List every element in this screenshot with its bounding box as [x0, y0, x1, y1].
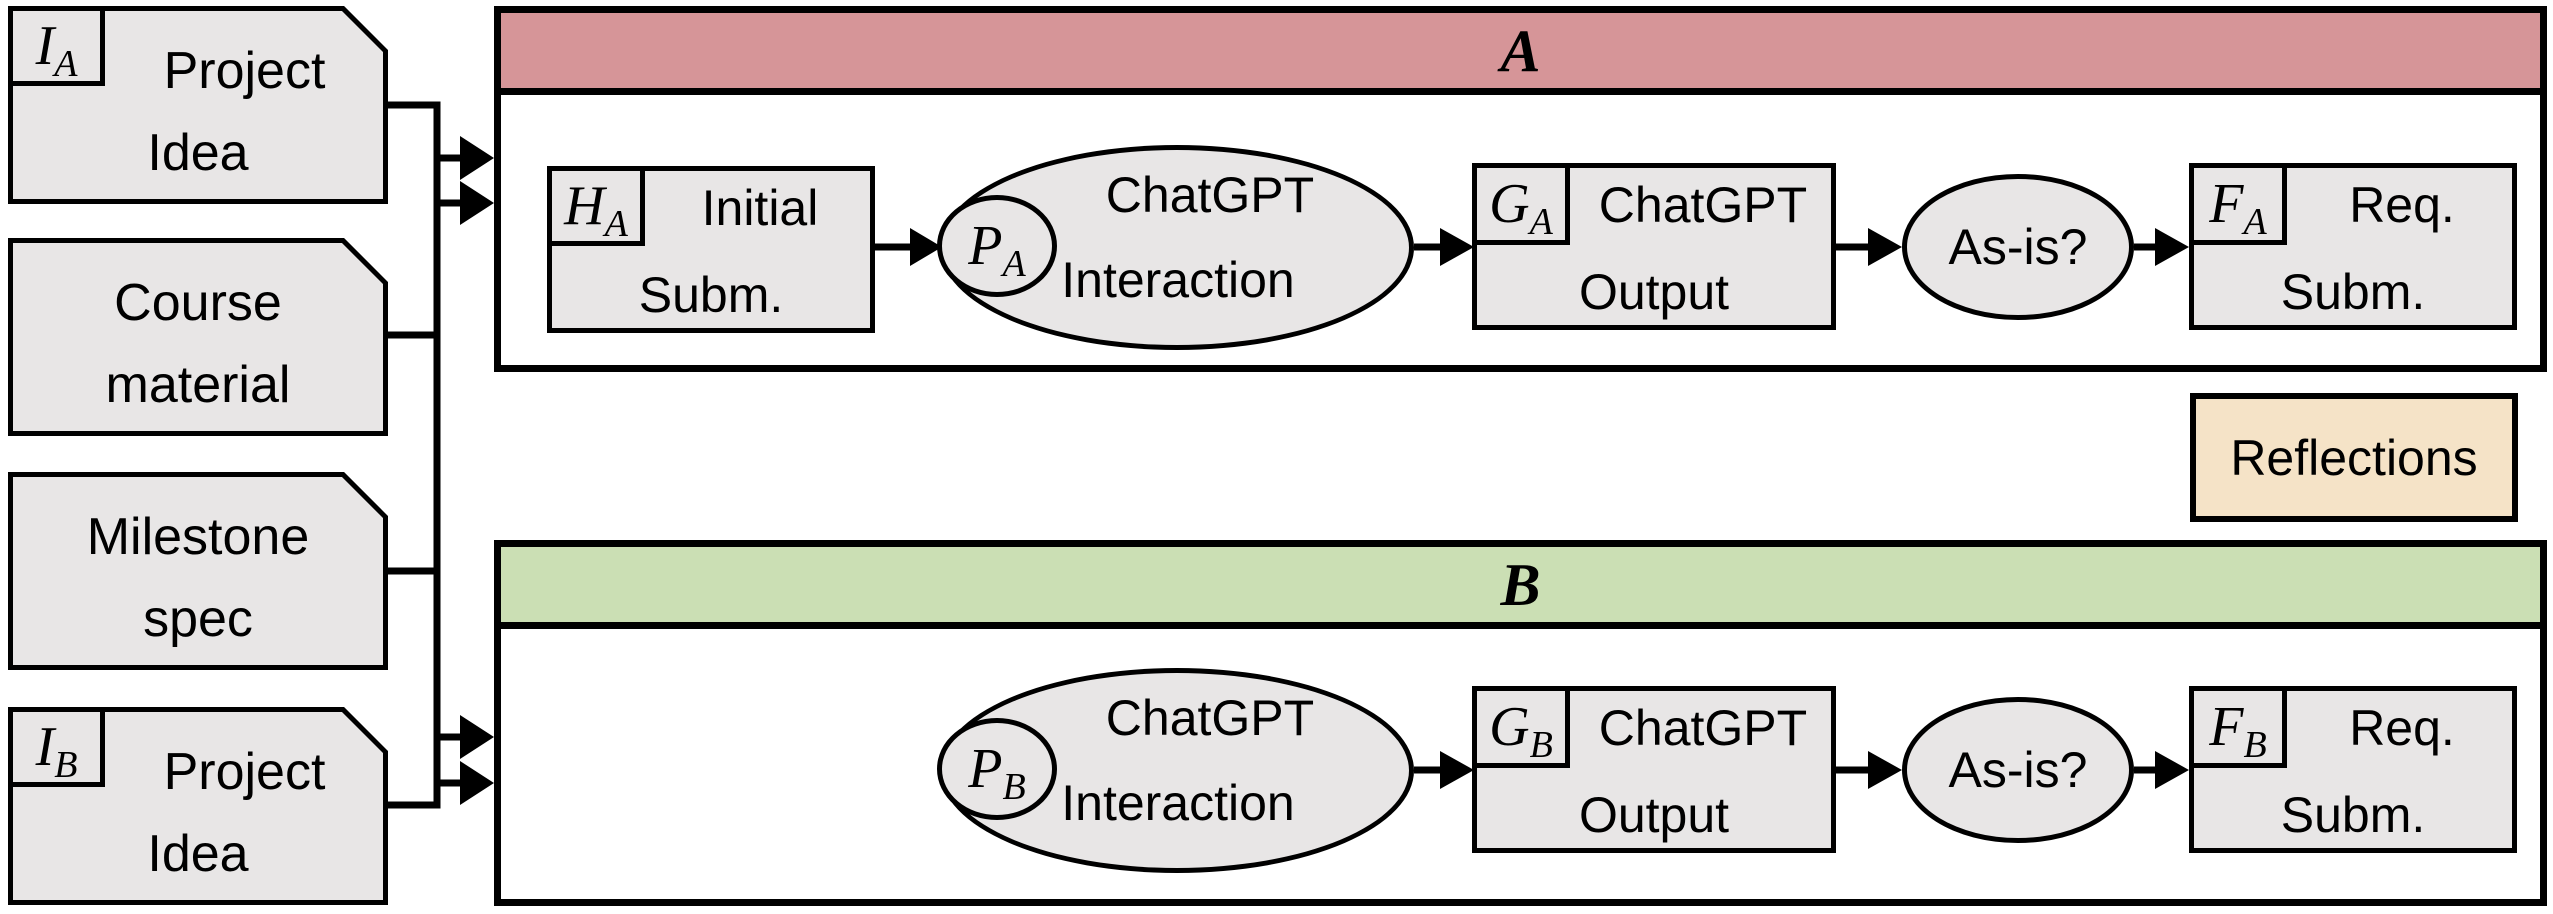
node-req-subm-a-line1: Req.	[2349, 177, 2455, 233]
node-tag-gb-text: GB	[1489, 696, 1553, 767]
doc-line: Milestone	[86, 508, 310, 566]
node-tag-gb: GB	[1472, 686, 1570, 768]
doc-tag-ib: IB	[8, 707, 105, 787]
node-output-b-line2: Output	[1578, 787, 1730, 843]
node-tag-ha-text: HA	[564, 175, 628, 246]
node-interaction-b-line2: Interaction	[1061, 775, 1295, 831]
arrowhead-lane-a-1	[460, 136, 494, 180]
node-output-a	[1472, 163, 1836, 330]
node-tag-ga-text: GA	[1489, 173, 1553, 244]
doc-line: material	[105, 356, 291, 414]
doc-tag-ib-text: IB	[35, 716, 78, 787]
node-tag-ha: HA	[547, 166, 645, 246]
reflections-box: Reflections	[2190, 393, 2518, 522]
doc-tag-ia-text: IA	[35, 15, 78, 86]
node-tag-pb-text: PB	[968, 738, 1026, 809]
node-tag-pa: PA	[937, 195, 1057, 297]
node-decision-a	[1902, 174, 2134, 320]
doc-tag-ia: IA	[8, 6, 105, 86]
doc-line: Idea	[147, 124, 249, 182]
doc-line: Idea	[147, 825, 249, 883]
node-req-subm-b-line1: Req.	[2349, 700, 2455, 756]
node-interaction-a-line1: ChatGPT	[1105, 167, 1315, 223]
node-output-a-line2: Output	[1578, 264, 1730, 320]
node-tag-fb: FB	[2189, 686, 2287, 768]
arrowhead-lane-a-2	[460, 181, 494, 225]
node-initial-subm-a-line1: Initial	[701, 180, 819, 236]
arrowhead-lane-b-2	[460, 761, 494, 805]
node-req-subm-b-line2: Subm.	[2280, 787, 2426, 843]
node-tag-fb-text: FB	[2209, 696, 2267, 767]
trunk-line	[385, 101, 441, 809]
node-tag-pa-text: PA	[968, 215, 1026, 286]
lane-b-label: B	[1500, 551, 1541, 618]
lane-a-label: A	[1500, 17, 1541, 84]
node-interaction-a-line2: Interaction	[1061, 252, 1295, 308]
doc-line: spec	[143, 590, 253, 648]
node-tag-fa: FA	[2189, 163, 2287, 245]
node-initial-subm-a-line2: Subm.	[638, 267, 784, 323]
node-output-b-line1: ChatGPT	[1598, 700, 1808, 756]
node-tag-ga: GA	[1472, 163, 1570, 245]
doc-line: Project	[163, 42, 326, 100]
node-tag-fa-text: FA	[2209, 173, 2267, 244]
lane-b-header: B	[501, 547, 2540, 629]
document-project-idea-b: IB Project Idea	[8, 707, 388, 905]
node-decision-b	[1902, 697, 2134, 843]
doc-line: Course	[114, 274, 282, 332]
node-tag-pb: PB	[937, 718, 1057, 820]
arrowhead-lane-b-1	[460, 715, 494, 759]
reflections-label: Reflections	[2230, 429, 2478, 486]
node-output-a-line1: ChatGPT	[1598, 177, 1808, 233]
node-decision-b-text: As-is?	[1948, 742, 2088, 798]
node-interaction-b-line1: ChatGPT	[1105, 690, 1315, 746]
document-project-idea-a: IA Project Idea	[8, 6, 388, 204]
document-course-material: Course material	[8, 238, 388, 436]
node-decision-a-text: As-is?	[1948, 219, 2088, 275]
lane-a-header: A	[501, 13, 2540, 95]
doc-line: Project	[163, 743, 326, 801]
document-milestone-spec: Milestone spec	[8, 472, 388, 670]
node-req-subm-a-line2: Subm.	[2280, 264, 2426, 320]
